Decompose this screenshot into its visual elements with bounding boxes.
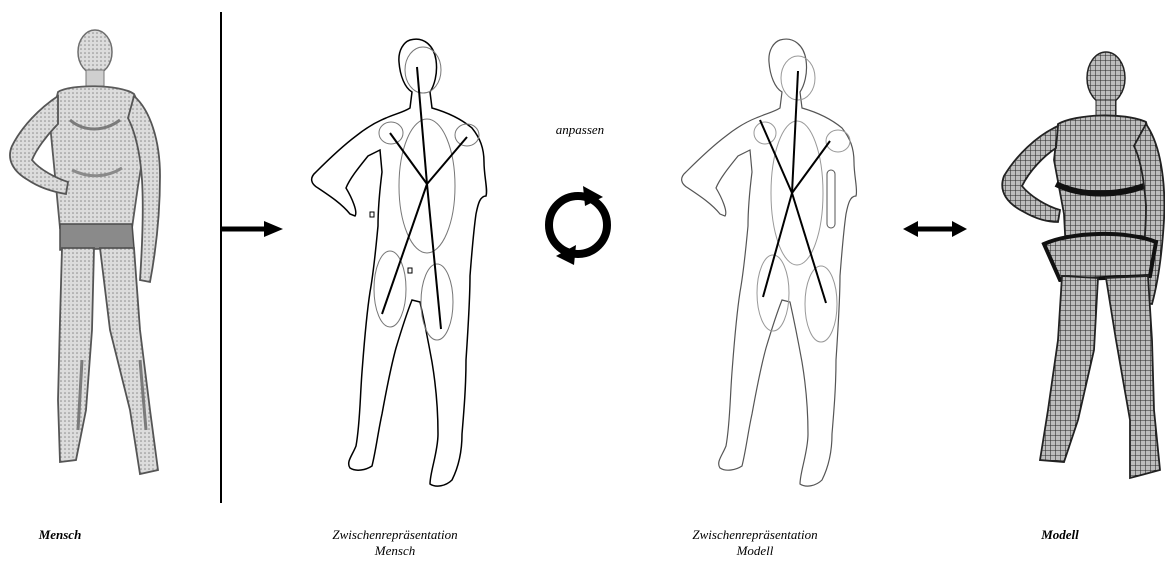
caption-anpassen: anpassen	[535, 122, 625, 138]
caption-modell: Modell	[1010, 527, 1110, 543]
model-leg-left-ellipse	[757, 255, 789, 331]
caption-mensch-text: Mensch	[20, 527, 100, 543]
model-leg-right-ellipse	[805, 266, 837, 342]
human-photo	[10, 30, 160, 474]
caption-intermediate-model-line2: Modell	[650, 543, 860, 559]
caption-intermediate-human: Zwischenrepräsentation Mensch	[290, 527, 500, 559]
caption-intermediate-model: Zwischenrepräsentation Modell	[650, 527, 860, 559]
caption-modell-text: Modell	[1010, 527, 1110, 543]
leg-right-ellipse	[421, 264, 453, 340]
caption-intermediate-human-line1: Zwischenrepräsentation	[290, 527, 500, 543]
arrow-right-icon	[222, 221, 283, 237]
caption-mensch: Mensch	[20, 527, 100, 543]
caption-intermediate-human-line2: Mensch	[290, 543, 500, 559]
double-arrow-icon	[903, 221, 967, 237]
shoulder-right-ellipse	[455, 124, 479, 146]
intermediate-model	[682, 39, 857, 486]
caption-intermediate-model-line1: Zwischenrepräsentation	[650, 527, 860, 543]
wireframe-model	[1002, 52, 1164, 478]
head-ellipse	[405, 47, 441, 93]
caption-anpassen-text: anpassen	[535, 122, 625, 138]
cycle-arrows-icon	[549, 186, 607, 265]
intermediate-human	[312, 39, 487, 486]
